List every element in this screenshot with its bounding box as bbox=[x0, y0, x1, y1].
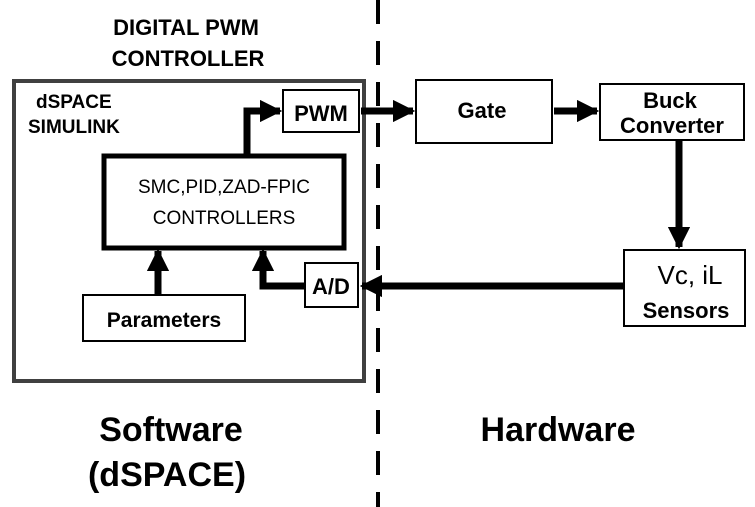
arrow-ad-to-controllers bbox=[251, 248, 305, 290]
sensors-block bbox=[623, 249, 746, 327]
title-line1: DIGITAL PWM bbox=[113, 15, 259, 40]
buck-label-line2: Converter bbox=[620, 113, 724, 138]
gate-block bbox=[415, 79, 553, 144]
parameters-label: Parameters bbox=[107, 309, 221, 332]
controllers-label-line2: CONTROLLERS bbox=[153, 208, 296, 229]
pwm-block bbox=[282, 89, 360, 133]
buck-converter-block bbox=[599, 83, 745, 141]
simulink-label: SIMULINK bbox=[28, 117, 120, 138]
sensors-label-line1: Vc, iL bbox=[657, 260, 722, 290]
controllers-block bbox=[101, 153, 347, 251]
software-section-label: Software bbox=[99, 411, 243, 449]
ad-label: A/D bbox=[312, 274, 350, 299]
pwm-label: PWM bbox=[294, 101, 348, 126]
buck-label-line1: Buck bbox=[643, 88, 698, 113]
ad-block bbox=[304, 262, 359, 308]
software-container bbox=[12, 79, 366, 383]
sensors-label-line2: Sensors bbox=[643, 298, 730, 323]
controllers-label-line1: SMC,PID,ZAD-FPIC bbox=[138, 177, 310, 198]
gate-label: Gate bbox=[458, 98, 507, 123]
hardware-section-label: Hardware bbox=[481, 411, 636, 449]
parameters-block bbox=[82, 294, 246, 342]
software-section-sublabel: (dSPACE) bbox=[88, 456, 246, 494]
title-line2: CONTROLLER bbox=[112, 46, 265, 71]
dspace-label: dSPACE bbox=[36, 92, 112, 113]
arrow-controllers-to-pwm bbox=[243, 99, 283, 156]
